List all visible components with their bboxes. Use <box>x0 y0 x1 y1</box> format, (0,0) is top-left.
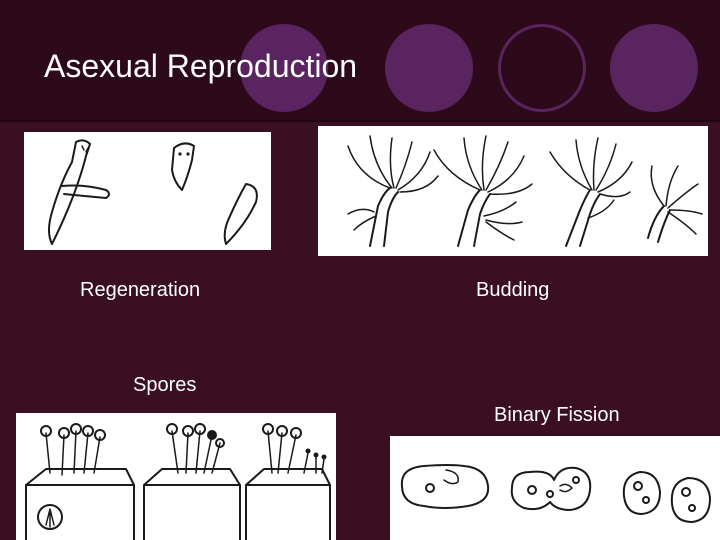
budding-caption: Budding <box>476 279 550 301</box>
hydra-budding-drawing <box>347 135 703 247</box>
decor-circle-2 <box>385 24 473 112</box>
budding-image <box>318 126 708 256</box>
header-band <box>0 0 720 120</box>
decor-circle-3 <box>498 24 586 112</box>
decor-circle-4 <box>610 24 698 112</box>
binary-fission-caption: Binary Fission <box>494 404 620 426</box>
slide-title: Asexual Reproduction <box>44 48 358 84</box>
header-divider <box>0 120 720 122</box>
amoeba-binary-fission-drawing <box>400 464 711 523</box>
spores-image <box>16 413 336 540</box>
binary-fission-image <box>390 436 720 540</box>
bread-mold-spores-drawing <box>25 423 331 540</box>
decor-circle-1 <box>240 24 328 112</box>
regeneration-image <box>24 132 271 250</box>
regeneration-caption: Regeneration <box>80 279 201 301</box>
spores-caption: Spores <box>133 374 197 396</box>
planaria-regeneration-drawing <box>48 139 258 245</box>
